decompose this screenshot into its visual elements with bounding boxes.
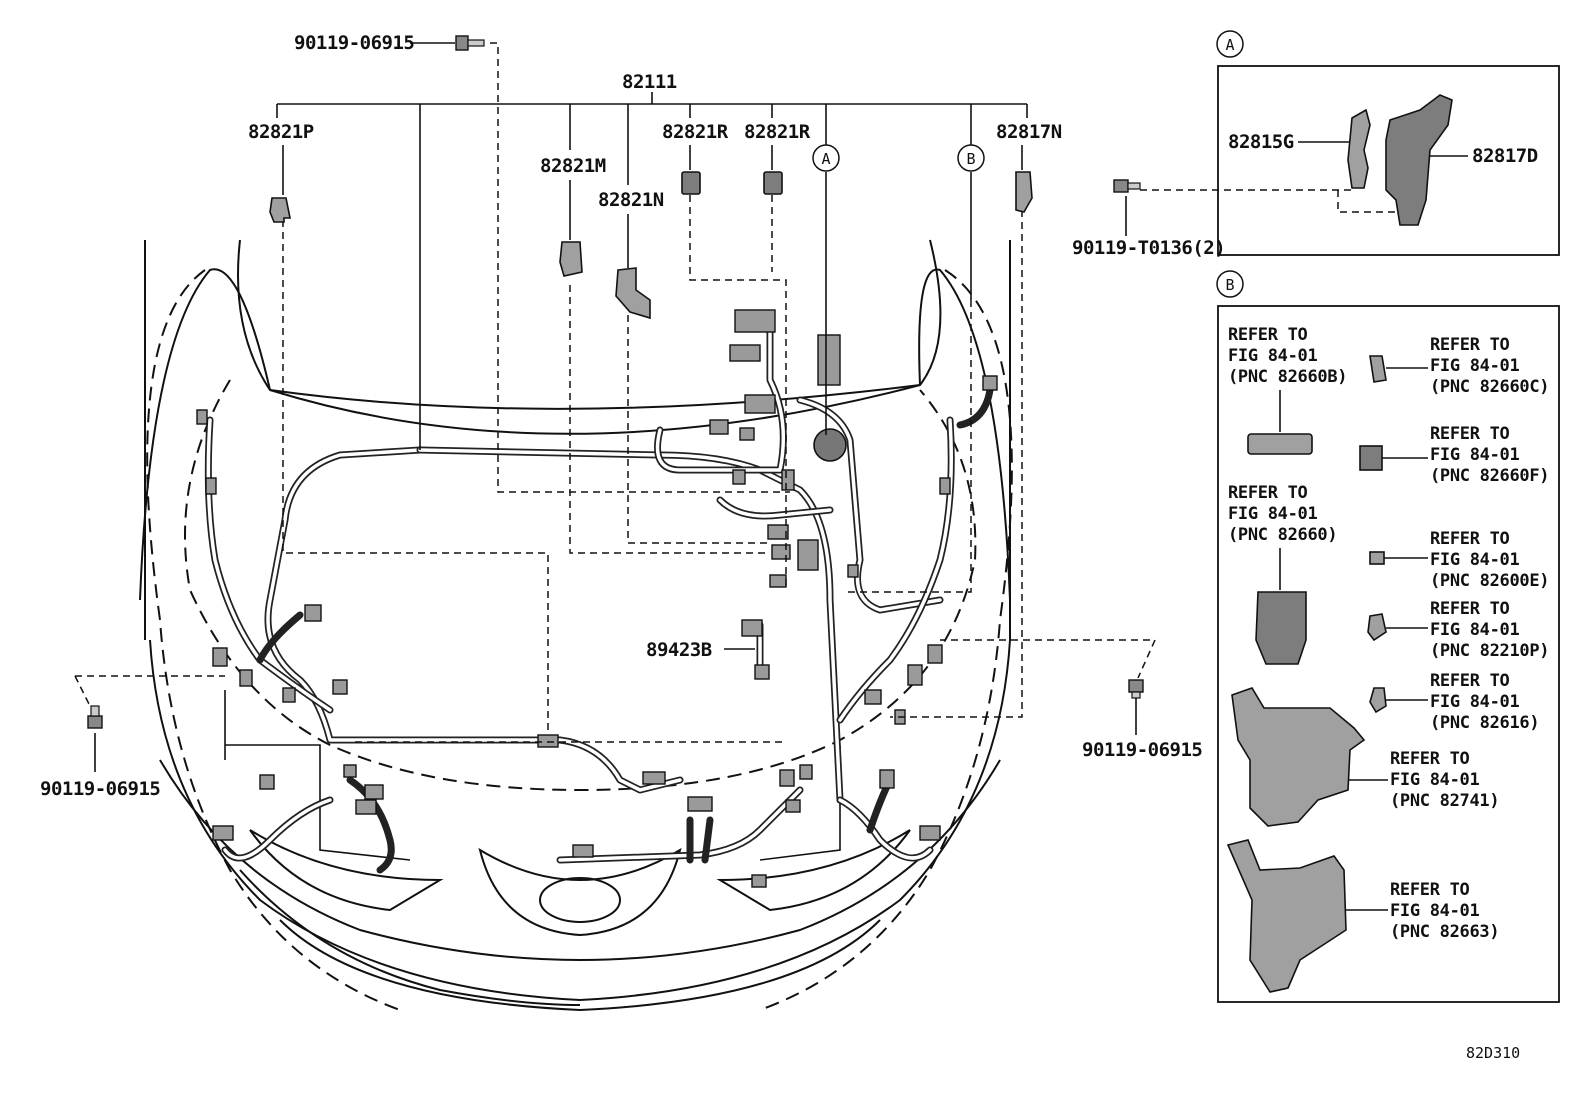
leader-lines bbox=[74, 42, 1156, 772]
callout-parts bbox=[87, 35, 1144, 729]
harness-connectors bbox=[196, 309, 998, 888]
svg-text:REFER TO: REFER TO bbox=[1390, 880, 1470, 900]
svg-text:FIG 84-01: FIG 84-01 bbox=[1390, 770, 1479, 790]
svg-text:REFER TO: REFER TO bbox=[1430, 599, 1510, 619]
label-82817D: 82817D bbox=[1472, 145, 1538, 167]
svg-text:FIG 84-01: FIG 84-01 bbox=[1390, 901, 1479, 921]
svg-text:(PNC 82660): (PNC 82660) bbox=[1228, 525, 1337, 545]
label-bolt-left: 90119-06915 bbox=[40, 778, 160, 800]
svg-text:FIG 84-01: FIG 84-01 bbox=[1228, 504, 1317, 524]
svg-text:(PNC 82210P): (PNC 82210P) bbox=[1430, 641, 1549, 661]
marker-b-detail: B bbox=[1216, 270, 1244, 298]
label-main-harness: 82111 bbox=[622, 71, 677, 93]
svg-text:REFER TO: REFER TO bbox=[1390, 749, 1470, 769]
svg-text:REFER TO: REFER TO bbox=[1228, 325, 1308, 345]
svg-text:REFER TO: REFER TO bbox=[1430, 671, 1510, 691]
label-82821M: 82821M bbox=[540, 155, 606, 177]
detail-b-frame bbox=[1217, 305, 1560, 1003]
svg-text:FIG 84-01: FIG 84-01 bbox=[1430, 550, 1519, 570]
svg-text:REFER TO: REFER TO bbox=[1430, 424, 1510, 444]
refer-82660B: REFER TO FIG 84-01 (PNC 82660B) bbox=[1228, 325, 1348, 387]
marker-a-detail: A bbox=[1216, 30, 1244, 58]
detail-a-frame bbox=[1217, 65, 1560, 256]
svg-text:(PNC 82600E): (PNC 82600E) bbox=[1430, 571, 1549, 591]
detail-b: B REFER TO FIG 84-01 (PNC 82660B) REFER … bbox=[1216, 270, 1560, 1003]
bracket-82663 bbox=[1226, 839, 1347, 993]
marker-b-main: B bbox=[957, 144, 985, 172]
refer-82660F: REFER TO FIG 84-01 (PNC 82660F) bbox=[1430, 424, 1550, 486]
label-89423B: 89423B bbox=[646, 639, 712, 661]
svg-text:A: A bbox=[821, 150, 830, 168]
relay-82660 bbox=[1255, 591, 1307, 665]
connector-82660F bbox=[1359, 445, 1383, 471]
refer-82663: REFER TO FIG 84-01 (PNC 82663) bbox=[1390, 880, 1500, 942]
svg-text:(PNC 82663): (PNC 82663) bbox=[1390, 922, 1499, 942]
svg-text:FIG 84-01: FIG 84-01 bbox=[1430, 692, 1519, 712]
main-labels: 90119-06915 82111 82821P 82821M 82821N 8… bbox=[40, 32, 1203, 800]
label-82821R-1: 82821R bbox=[662, 121, 729, 143]
vehicle-body-outline bbox=[139, 239, 1013, 1012]
svg-text:(PNC 82741): (PNC 82741) bbox=[1390, 791, 1499, 811]
label-bolt-detail-a: 90119-T0136(2) bbox=[1072, 237, 1225, 259]
label-bolt-top: 90119-06915 bbox=[294, 32, 414, 54]
svg-text:FIG 84-01: FIG 84-01 bbox=[1430, 356, 1519, 376]
svg-text:REFER TO: REFER TO bbox=[1430, 335, 1510, 355]
refer-82660C: REFER TO FIG 84-01 (PNC 82660C) bbox=[1430, 335, 1550, 397]
svg-text:FIG 84-01: FIG 84-01 bbox=[1228, 346, 1317, 366]
svg-text:(PNC 82660B): (PNC 82660B) bbox=[1228, 367, 1347, 387]
connector-82210P bbox=[1367, 613, 1387, 642]
label-82821R-2: 82821R bbox=[744, 121, 811, 143]
connector-82600E bbox=[1369, 551, 1385, 565]
connector-82660C bbox=[1369, 355, 1387, 383]
label-82821N: 82821N bbox=[598, 189, 664, 211]
svg-text:(PNC 82660C): (PNC 82660C) bbox=[1430, 377, 1549, 397]
svg-text:FIG 84-01: FIG 84-01 bbox=[1430, 620, 1519, 640]
svg-text:FIG 84-01: FIG 84-01 bbox=[1430, 445, 1519, 465]
refer-82616: REFER TO FIG 84-01 (PNC 82616) bbox=[1430, 671, 1540, 733]
refer-82210P: REFER TO FIG 84-01 (PNC 82210P) bbox=[1430, 599, 1550, 661]
bolt-icon bbox=[455, 35, 485, 51]
bracket-82741 bbox=[1231, 687, 1366, 827]
svg-text:B: B bbox=[1225, 276, 1234, 294]
label-bolt-right: 90119-06915 bbox=[1082, 739, 1202, 761]
label-82815G: 82815G bbox=[1228, 131, 1294, 153]
svg-text:B: B bbox=[966, 150, 975, 168]
refer-82600E: REFER TO FIG 84-01 (PNC 82600E) bbox=[1430, 529, 1550, 591]
svg-text:REFER TO: REFER TO bbox=[1228, 483, 1308, 503]
connector-82660B bbox=[1247, 433, 1313, 455]
svg-text:(PNC 82660F): (PNC 82660F) bbox=[1430, 466, 1549, 486]
svg-text:REFER TO: REFER TO bbox=[1430, 529, 1510, 549]
marker-a-main: A bbox=[812, 144, 840, 172]
svg-text:A: A bbox=[1225, 36, 1234, 54]
svg-text:(PNC 82616): (PNC 82616) bbox=[1430, 713, 1539, 733]
bolt-icon bbox=[1113, 179, 1141, 193]
bolt-icon bbox=[87, 705, 103, 729]
detail-a: A 82815G 82817D 90119-T0136(2) bbox=[1072, 30, 1560, 259]
label-82821P: 82821P bbox=[248, 121, 314, 143]
refer-82660: REFER TO FIG 84-01 (PNC 82660) bbox=[1228, 483, 1338, 545]
connector-82616 bbox=[1369, 687, 1387, 714]
diagram-code: 82D310 bbox=[1466, 1044, 1520, 1062]
bolt-icon bbox=[1128, 679, 1144, 699]
refer-82741: REFER TO FIG 84-01 (PNC 82741) bbox=[1390, 749, 1500, 811]
label-82817N: 82817N bbox=[996, 121, 1062, 143]
